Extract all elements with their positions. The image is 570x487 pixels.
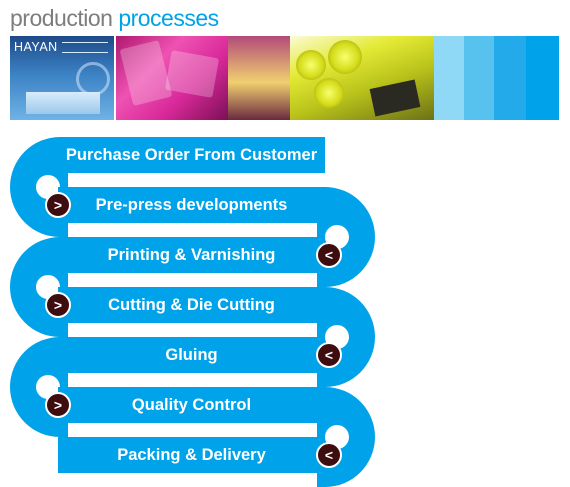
step-pre-press: Pre-press developments <box>58 187 325 223</box>
step-purchase-order: Purchase Order From Customer <box>58 137 325 173</box>
chevron-right-icon[interactable]: > <box>45 392 71 418</box>
flow-connector-right <box>317 187 375 287</box>
banner-lobby-photo: HAYAN <box>10 36 114 120</box>
chevron-left-icon[interactable]: < <box>316 242 342 268</box>
chevron-right-icon[interactable]: > <box>45 292 71 318</box>
banner-product-photo <box>228 36 290 120</box>
chevron-left-icon[interactable]: < <box>316 342 342 368</box>
step-printing: Printing & Varnishing <box>58 237 325 273</box>
lobby-sign-ring <box>76 62 110 96</box>
company-logo: HAYAN <box>14 40 58 54</box>
page-title: production processes <box>10 4 219 32</box>
banner-stripe <box>526 36 559 120</box>
title-word-processes: processes <box>118 5 219 31</box>
banner-magenta-photo <box>116 36 228 120</box>
company-logo-subtitle <box>62 42 108 53</box>
flow-connector-right <box>317 287 375 387</box>
banner-tin <box>314 78 344 108</box>
flow-connector-right <box>317 387 375 487</box>
chevron-right-icon[interactable]: > <box>45 192 71 218</box>
banner-stripe <box>434 36 464 120</box>
banner-sheet <box>119 40 173 106</box>
banner-box <box>369 79 421 117</box>
chevron-left-icon[interactable]: < <box>316 442 342 468</box>
step-gluing: Gluing <box>58 337 325 373</box>
banner-tin <box>328 40 362 74</box>
step-quality-control: Quality Control <box>58 387 325 423</box>
title-word-production: production <box>10 5 113 31</box>
banner-tin <box>296 50 326 80</box>
lobby-desk <box>26 92 100 114</box>
step-packing-delivery: Packing & Delivery <box>58 437 325 473</box>
banner-stripe <box>464 36 494 120</box>
banner-stripe <box>494 36 526 120</box>
banner-yellow-photo <box>290 36 434 120</box>
header-banner: HAYAN <box>10 36 559 120</box>
banner-sheet <box>164 50 220 98</box>
step-cutting: Cutting & Die Cutting <box>58 287 325 323</box>
